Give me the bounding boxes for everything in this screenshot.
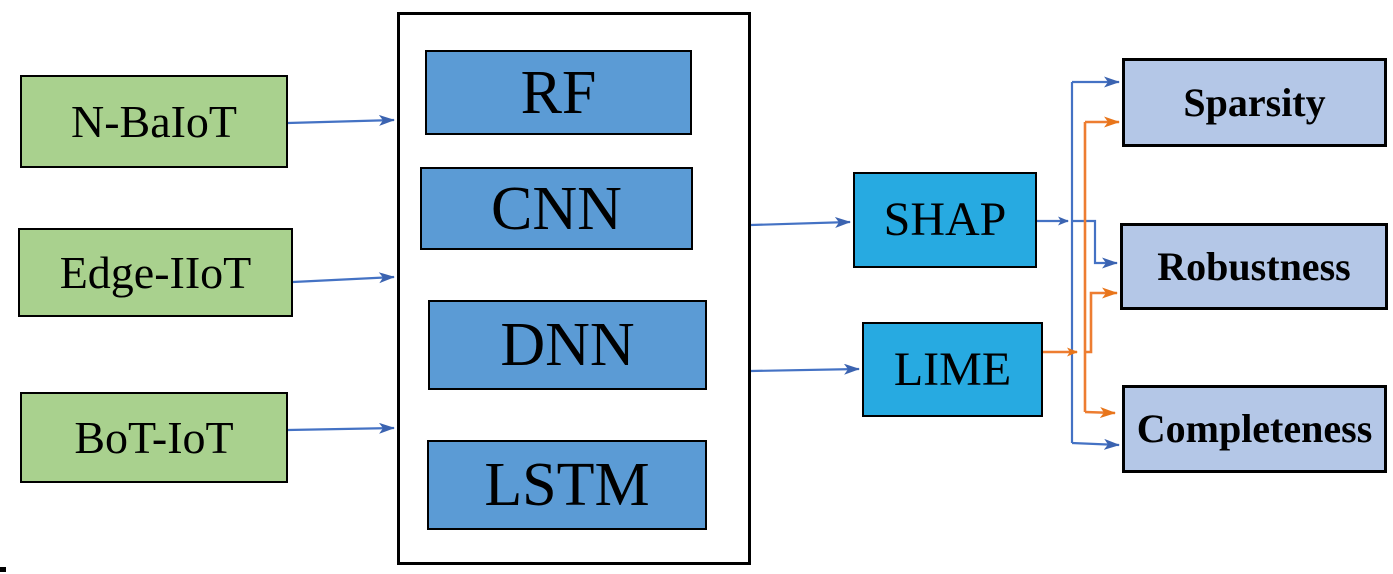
arrow-lime-to-completeness: [1084, 407, 1116, 418]
model-node-lstm: LSTM: [427, 440, 707, 530]
metric-node-completeness: Completeness: [1122, 385, 1387, 473]
model-node-dnn: DNN: [428, 300, 707, 390]
arrow-lime-to-robustness: [1085, 287, 1118, 354]
metric-label: Completeness: [1136, 406, 1373, 451]
explainer-node-shap: SHAP: [853, 172, 1037, 268]
explainer-label: SHAP: [883, 193, 1007, 246]
arrow-shap-to-robustness: [1072, 219, 1118, 269]
models-group-box: [397, 12, 751, 565]
model-label: CNN: [491, 174, 622, 243]
metric-node-robustness: Robustness: [1120, 223, 1388, 310]
dataset-label: N-BaIoT: [70, 95, 238, 147]
metric-node-sparsity: Sparsity: [1122, 58, 1387, 147]
metric-label: Robustness: [1157, 243, 1351, 289]
model-label: LSTM: [484, 451, 650, 519]
arrow-models-to-shap: [750, 216, 851, 228]
dataset-node-nbaiot: N-BaIoT: [20, 75, 288, 168]
model-label: RF: [520, 58, 597, 127]
model-node-rf: RF: [425, 50, 692, 135]
explainer-node-lime: LIME: [862, 322, 1043, 417]
arrow-botiot-to-models: [287, 422, 395, 434]
arrow-nbaiot-to-models: [287, 114, 395, 126]
arrow-edgeiiot-to-models: [292, 272, 395, 284]
dataset-label: BoT-IoT: [74, 411, 234, 463]
model-node-cnn: CNN: [420, 167, 693, 250]
dataset-node-botiot: BoT-IoT: [20, 392, 288, 483]
dataset-node-edgeiiot: Edge-IIoT: [18, 228, 293, 317]
explainer-label: LIME: [893, 342, 1012, 396]
arrow-models-to-lime: [750, 363, 860, 375]
dataset-label: Edge-IIoT: [59, 246, 252, 298]
model-label: DNN: [500, 311, 635, 379]
metric-label: Sparsity: [1183, 79, 1326, 125]
corner-artifact-mark: [0, 567, 6, 572]
arrow-shap-to-completeness: [1071, 438, 1120, 450]
